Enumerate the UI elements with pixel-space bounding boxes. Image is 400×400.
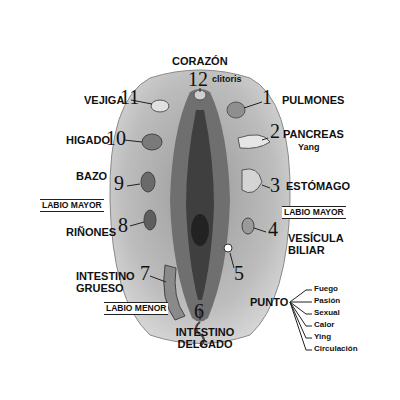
organ-label: VEJIGA: [84, 94, 124, 106]
organ-label: ESTÓMAGO: [286, 180, 350, 192]
organ-label: PULMONES: [282, 94, 344, 106]
part-label: LABIO MAYOR: [40, 199, 104, 212]
part-label: LABIO MENOR: [104, 302, 168, 315]
organ-label: BAZO: [76, 170, 107, 182]
callout-number: 6: [194, 300, 204, 322]
attribute-label: Sexual: [314, 309, 340, 318]
attribute-label: Ying: [314, 333, 331, 342]
organ-label: PANCREAS: [283, 128, 344, 140]
attribute-label: Calor: [314, 321, 334, 330]
callout-number: 7: [140, 262, 150, 284]
callout-number: 8: [118, 214, 128, 236]
yin-yang-label: Yang: [298, 143, 320, 153]
part-label: LABIO MAYOR: [282, 206, 346, 219]
callout-number: 5: [234, 262, 244, 284]
callout-number: 10: [106, 127, 126, 149]
attribute-label: Circulación: [314, 345, 358, 354]
callout-number: 3: [270, 174, 280, 196]
callout-number: 11: [120, 86, 139, 108]
part-label: clitoris: [212, 75, 242, 85]
attribute-label: Fuego: [314, 285, 338, 294]
organ-label: INTESTINO GRUESO: [76, 270, 148, 294]
callout-number: 1: [262, 86, 272, 108]
organ-label: VESÍCULA BILIAR: [288, 232, 358, 256]
point-label: PUNTO: [250, 296, 288, 308]
callout-number: 12: [188, 68, 208, 90]
callout-number: 2: [270, 120, 280, 142]
attribute-label: Pasión: [314, 297, 340, 306]
organ-label: RIÑONES: [66, 226, 116, 238]
callout-number: 9: [114, 172, 124, 194]
organ-label: HIGADO: [66, 134, 110, 146]
callout-number: 4: [268, 218, 278, 240]
organ-label: CORAZÓN: [172, 55, 228, 67]
organ-label: INTESTINO DELGADO: [160, 326, 250, 350]
